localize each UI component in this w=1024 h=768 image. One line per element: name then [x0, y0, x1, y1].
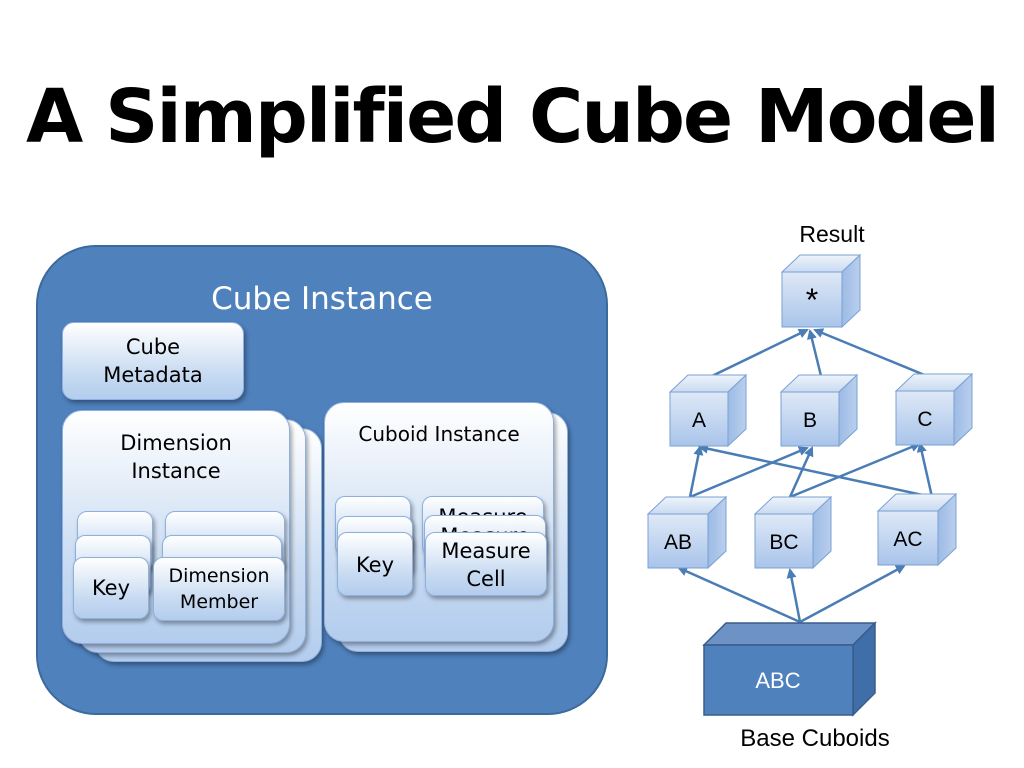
measure-cell-box: Measure Cell — [425, 532, 547, 596]
edge-abc-ab — [677, 566, 801, 624]
cube-a-label: A — [692, 409, 706, 432]
edge-ac-c — [916, 442, 934, 498]
cube-instance-label: Cube Instance — [211, 281, 433, 317]
cube-apex-label: * — [806, 282, 818, 318]
measure-cell-label: Measure Cell — [441, 539, 531, 592]
edge-bc-b — [788, 446, 814, 498]
edge-bc-c — [789, 442, 921, 499]
result-label: Result — [799, 221, 865, 247]
cube-ab: AB — [646, 495, 728, 570]
cube-b-label: B — [803, 409, 817, 432]
cube-abc-label: ABC — [755, 668, 800, 693]
edge-ab-a — [688, 445, 704, 498]
cub-key-label: Key — [355, 553, 395, 577]
edge-c-apex — [813, 328, 928, 378]
cub-key-box: Key — [337, 532, 413, 596]
dim-key-box: Key — [73, 557, 149, 619]
cube-b: B — [779, 373, 859, 448]
cube-metadata-box: Cube Metadata — [62, 322, 244, 400]
cube-abc: ABC — [702, 621, 877, 717]
cube-bc-label: BC — [769, 531, 798, 554]
edge-abc-ac — [799, 564, 906, 624]
dim-key-label: Key — [91, 576, 131, 600]
edge-ab-b — [689, 446, 809, 499]
edge-ac-a — [698, 443, 933, 499]
base-cuboids-label: Base Cuboids — [740, 725, 890, 752]
cube-ab-label: AB — [664, 531, 692, 554]
dimension-instance-label: Dimension Instance — [120, 431, 232, 484]
cube-ac-label: AC — [893, 528, 922, 551]
cube-a: A — [668, 373, 748, 448]
cube-ac: AC — [876, 492, 958, 567]
cube-apex: * — [780, 253, 862, 329]
edge-b-apex — [807, 329, 823, 377]
edge-abc-bc — [786, 568, 802, 623]
dim-member-label: Dimension Member — [168, 565, 270, 613]
cube-metadata-label: Cube Metadata — [103, 335, 203, 388]
edge-a-apex — [711, 328, 809, 378]
slide-title: A Simplified Cube Model — [26, 74, 1000, 160]
lattice-edges — [677, 328, 934, 624]
cube-c: C — [894, 372, 974, 447]
cube-bc: BC — [753, 495, 833, 570]
cube-c-label: C — [917, 408, 932, 431]
cuboid-instance-label: Cuboid Instance — [358, 422, 520, 446]
dim-member-box: Dimension Member — [153, 557, 285, 621]
